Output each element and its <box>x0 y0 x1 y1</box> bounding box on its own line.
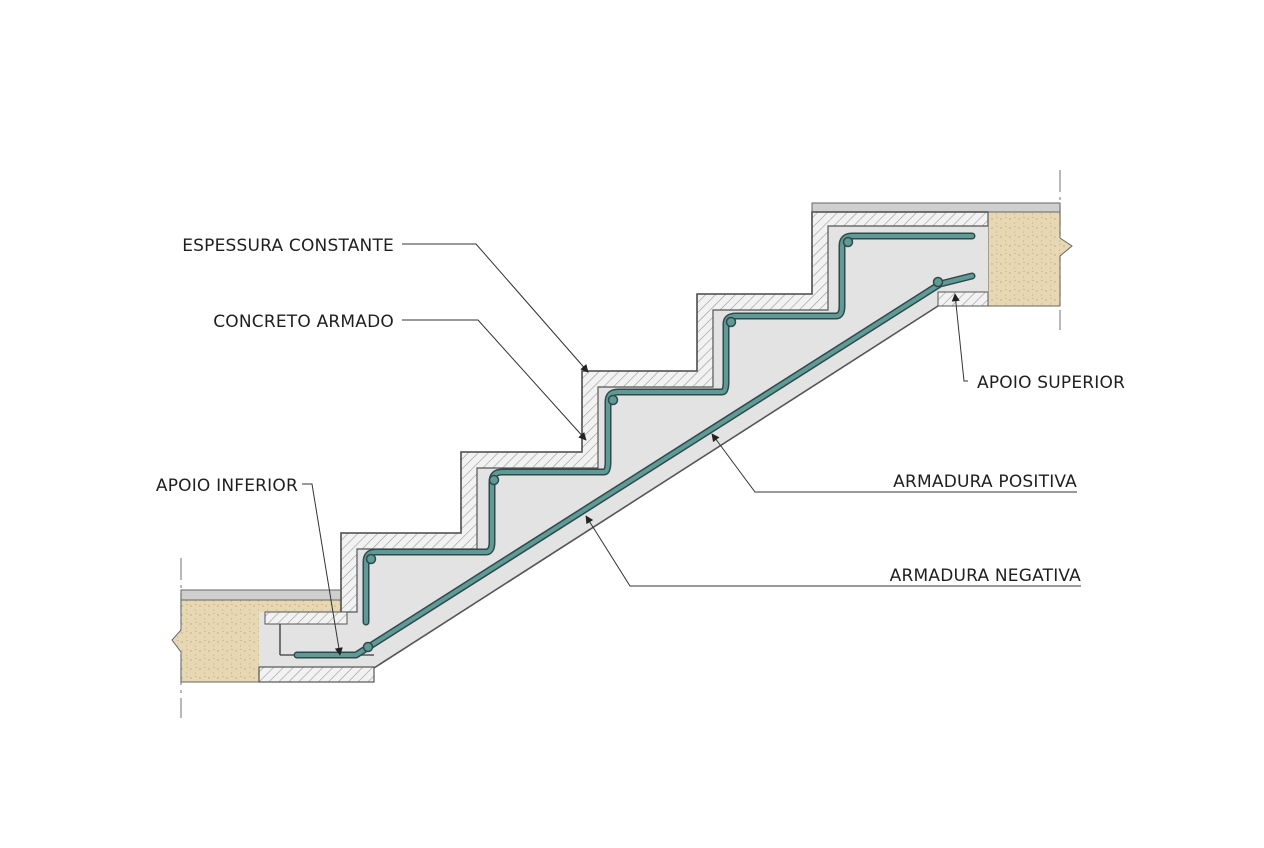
rebar-inclined <box>293 272 976 659</box>
support-block-left <box>258 666 375 683</box>
label-espessura-constante: ESPESSURA CONSTANTE <box>182 236 394 256</box>
floor-finish-right <box>811 202 1061 213</box>
floor-finish-left <box>180 589 348 601</box>
label-armadura-positiva: ARMADURA POSITIVA <box>893 472 1077 492</box>
leader-espessura-constante <box>402 243 589 373</box>
support-block-right <box>937 291 989 307</box>
label-concreto-armado: CONCRETO ARMADO <box>213 312 394 332</box>
leader-apoio-superior <box>951 293 968 382</box>
soffit-line <box>373 305 939 669</box>
leader-armadura-negativa <box>585 515 1081 587</box>
label-apoio-superior: APOIO SUPERIOR <box>977 373 1125 393</box>
rebar-dot-6 <box>842 236 854 248</box>
rebar-dot-4 <box>607 394 619 406</box>
leader-apoio-inferior <box>302 483 343 656</box>
leader-armadura-positiva <box>711 433 1077 493</box>
leader-concreto-armado <box>402 319 587 441</box>
rebar-dot-1 <box>362 641 374 653</box>
rebar-stepped <box>362 232 976 626</box>
rebar-dot-3 <box>488 474 500 486</box>
rebar-dot-5 <box>725 316 737 328</box>
rebar-dot-2 <box>365 553 377 565</box>
rebar-dot-7 <box>932 276 944 288</box>
label-apoio-inferior: APOIO INFERIOR <box>156 476 298 496</box>
label-armadura-negativa: ARMADURA NEGATIVA <box>890 566 1082 586</box>
support-block-left-top <box>264 611 348 625</box>
